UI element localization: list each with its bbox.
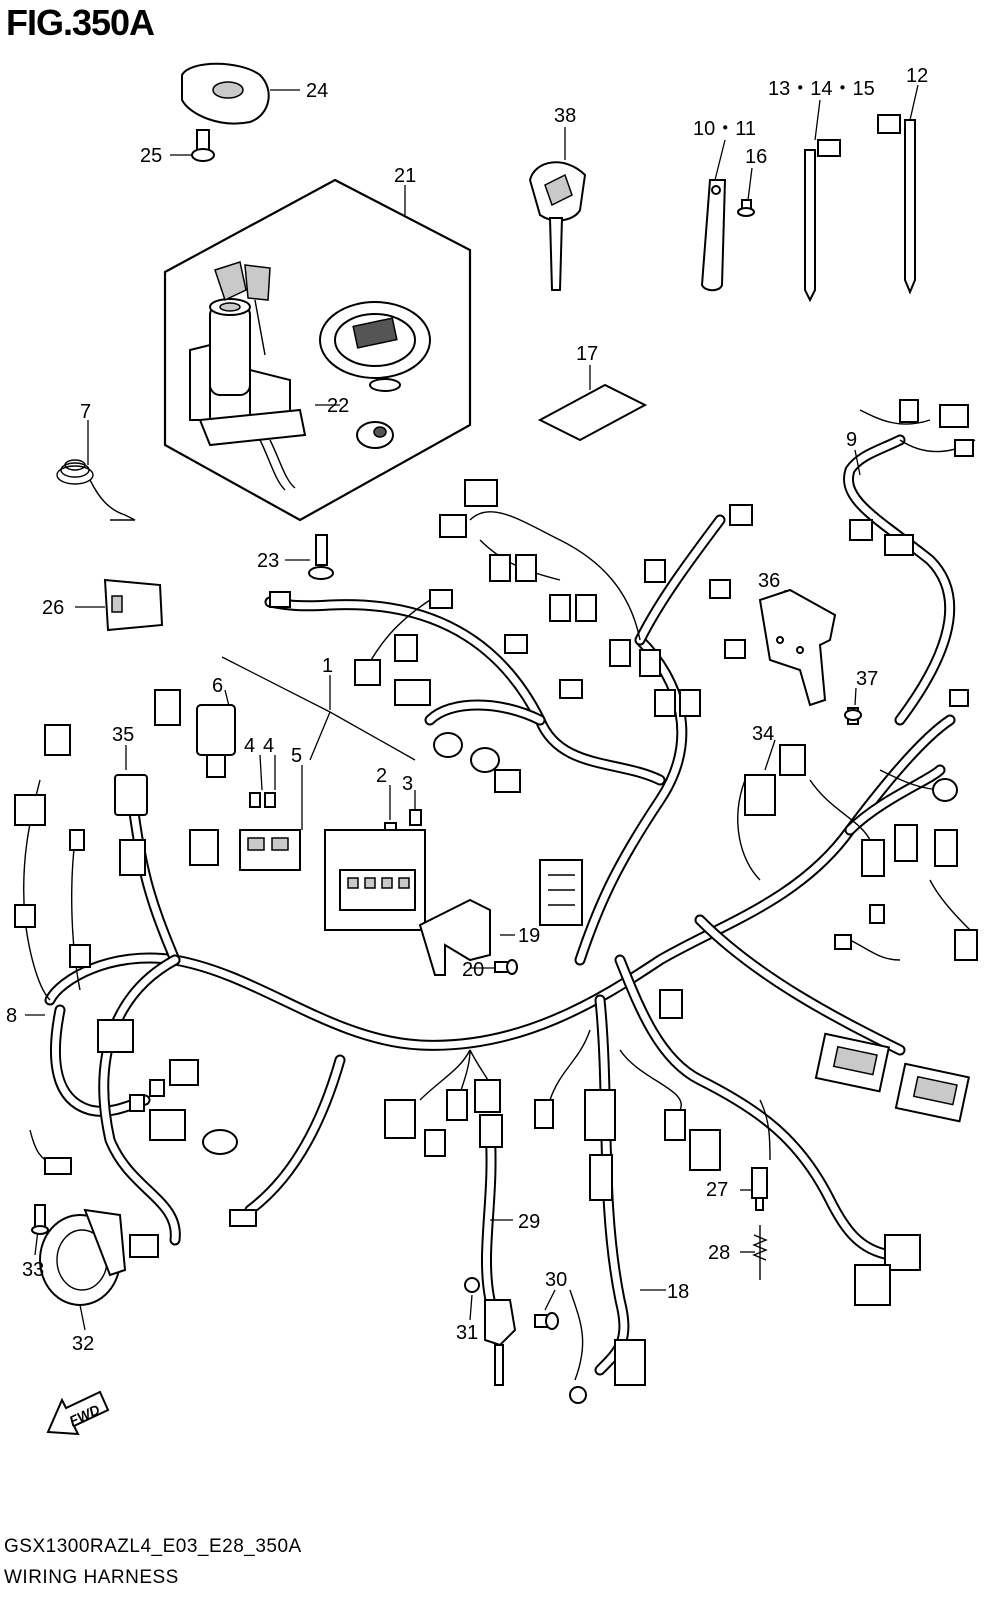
- figure-title: FIG.350A: [6, 2, 155, 43]
- part-34-connector: [744, 744, 806, 816]
- part-26-cover: [103, 578, 164, 632]
- callout-34: 34: [752, 723, 774, 745]
- callout-35: 35: [112, 724, 134, 746]
- ignition-set-box: [163, 178, 472, 522]
- part-16-screw: [737, 199, 755, 217]
- part-17-pad: [537, 383, 648, 442]
- model-code: GSX1300RAZL4_E03_E28_350A: [4, 1536, 302, 1557]
- callout-18: 18: [667, 1281, 689, 1303]
- part-12-tie: [877, 114, 916, 295]
- part-7-clip: [56, 459, 136, 521]
- branch-wires: [22, 409, 976, 1381]
- callout-9: 9: [846, 429, 857, 451]
- part-23-screw: [308, 534, 334, 580]
- part-4-fuse-b: [264, 792, 276, 808]
- main-harness-tubes: [44, 434, 956, 1376]
- callout-22: 22: [327, 395, 349, 417]
- callout-4b: 4: [263, 735, 274, 757]
- callout-4a: 4: [244, 735, 255, 757]
- large-connector-b: [894, 1062, 971, 1123]
- part-10-11-clamp: [700, 179, 727, 292]
- connector-block-center: [539, 859, 583, 926]
- part-6-relay: [196, 704, 236, 778]
- small-connectors: [14, 399, 978, 1306]
- callout-27: 27: [706, 1179, 728, 1201]
- fwd-arrow-badge: FWD: [46, 1390, 110, 1436]
- callout-12: 12: [906, 65, 928, 87]
- callout-6: 6: [212, 675, 223, 697]
- part-33-bolt: [31, 1204, 49, 1235]
- part-25-screw: [191, 129, 215, 162]
- part-37-screw: [844, 707, 862, 725]
- callout-7: 7: [80, 401, 91, 423]
- callout-13-14-15: 13・14・15: [768, 78, 875, 100]
- callout-32: 32: [72, 1333, 94, 1355]
- part-4-fuse-a: [249, 792, 261, 808]
- callout-3: 3: [402, 773, 413, 795]
- callout-1: 1: [322, 655, 333, 677]
- callout-25: 25: [140, 145, 162, 167]
- callout-20: 20: [462, 959, 484, 981]
- callout-labels: 1 2 3 4 4 5 6 7 8 9 10・11 12 13・14・15 16…: [6, 65, 928, 1355]
- part-24-cover: [181, 62, 270, 125]
- callout-33: 33: [22, 1259, 44, 1281]
- part-32-horn: [39, 1208, 127, 1306]
- callout-17: 17: [576, 343, 598, 365]
- callout-2: 2: [376, 765, 387, 787]
- callout-21: 21: [394, 165, 416, 187]
- part-18-lead: [569, 1339, 646, 1404]
- part-19-bracket: [418, 898, 491, 976]
- callout-10-11: 10・11: [693, 118, 756, 140]
- fuse-box: [324, 829, 426, 931]
- part-27-switch: [751, 1167, 768, 1211]
- part-35-relay: [114, 774, 148, 816]
- part-28-spring: [752, 1225, 768, 1280]
- callout-36: 36: [758, 570, 780, 592]
- callout-30: 30: [545, 1269, 567, 1291]
- part-5-fuse-holder: [239, 829, 301, 871]
- part-30-screw: [534, 1312, 559, 1330]
- callout-24: 24: [306, 80, 328, 102]
- callout-37: 37: [856, 668, 878, 690]
- callout-26: 26: [42, 597, 64, 619]
- part-36-bracket: [758, 588, 837, 707]
- callout-28: 28: [708, 1242, 730, 1264]
- callout-8: 8: [6, 1005, 17, 1027]
- part-13-15-tie: [804, 139, 841, 303]
- part-38-key: [528, 161, 587, 291]
- callout-16: 16: [745, 146, 767, 168]
- diagram-name: WIRING HARNESS: [4, 1567, 179, 1588]
- callout-23: 23: [257, 550, 279, 572]
- large-connector-a: [814, 1032, 891, 1093]
- callout-5: 5: [291, 745, 302, 767]
- callout-29: 29: [518, 1211, 540, 1233]
- callout-19: 19: [518, 925, 540, 947]
- part-31-sensor: [464, 1277, 517, 1386]
- callout-38: 38: [554, 105, 576, 127]
- part-3-fuse: [409, 809, 422, 826]
- callout-31: 31: [456, 1322, 478, 1344]
- part-20-screw: [494, 959, 518, 975]
